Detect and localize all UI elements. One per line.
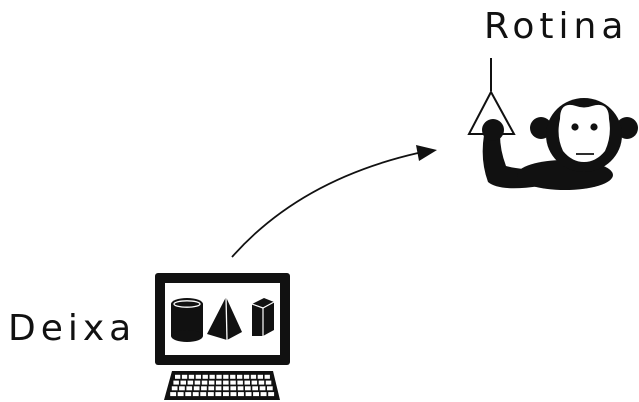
- keyboard-key: [230, 386, 236, 390]
- keyboard-key: [246, 392, 252, 396]
- curved-arrow: [232, 145, 437, 257]
- keyboard-key: [265, 375, 270, 379]
- keyboard-key: [216, 386, 222, 390]
- keyboard-key: [195, 381, 201, 385]
- keyboard-key: [223, 392, 229, 396]
- keyboard-key: [182, 375, 187, 379]
- keyboard-key: [231, 392, 237, 396]
- keyboard-key: [172, 386, 178, 390]
- keyboard-key: [245, 386, 251, 390]
- keyboard-key: [238, 386, 244, 390]
- keyboard-key: [252, 386, 258, 390]
- keyboard-key: [267, 386, 273, 390]
- keyboard-key: [258, 375, 263, 379]
- keyboard-key: [215, 392, 221, 396]
- keyboard-key: [175, 375, 180, 379]
- keyboard-key: [210, 375, 215, 379]
- keyboard-key: [178, 392, 184, 396]
- keyboard-key: [208, 386, 214, 390]
- keyboard-key: [200, 392, 206, 396]
- keyboard-key: [189, 375, 194, 379]
- keyboard-key: [196, 375, 201, 379]
- keyboard-key: [268, 392, 274, 396]
- keyboard-key: [216, 375, 221, 379]
- keyboard-key: [259, 381, 265, 385]
- keyboard-key: [188, 381, 194, 385]
- keyboard-key: [230, 375, 235, 379]
- keyboard-key: [266, 381, 272, 385]
- keyboard-key: [201, 386, 207, 390]
- computer-monitor-icon: [155, 273, 290, 365]
- monkey-icon: [482, 98, 638, 190]
- keyboard-key: [209, 381, 215, 385]
- keyboard-key: [208, 392, 214, 396]
- keyboard-key: [216, 381, 222, 385]
- keyboard-key: [193, 392, 199, 396]
- keyboard-key: [170, 392, 176, 396]
- keyboard-key: [185, 392, 191, 396]
- keyboard-key: [223, 381, 229, 385]
- keyboard-key: [245, 381, 251, 385]
- keyboard-key: [237, 375, 242, 379]
- keyboard-key: [202, 381, 208, 385]
- keyboard-key: [252, 381, 258, 385]
- keyboard-key: [223, 386, 229, 390]
- keyboard-key: [223, 375, 228, 379]
- keyboard-key: [173, 381, 179, 385]
- keyboard-key: [244, 375, 249, 379]
- keyboard-key: [261, 392, 267, 396]
- cylinder-shape-icon: [171, 298, 203, 342]
- keyboard-key: [203, 375, 208, 379]
- keyboard-key: [238, 392, 244, 396]
- keyboard-key: [230, 381, 236, 385]
- keyboard-key: [253, 392, 259, 396]
- keyboard-key: [181, 381, 187, 385]
- keyboard-key: [186, 386, 192, 390]
- keyboard-key: [194, 386, 200, 390]
- keyboard-key: [237, 381, 243, 385]
- keyboard-key: [179, 386, 185, 390]
- keyboard-icon: [164, 371, 280, 400]
- keyboard-key: [251, 375, 256, 379]
- keyboard-key: [260, 386, 266, 390]
- box-shape-icon: [252, 298, 274, 336]
